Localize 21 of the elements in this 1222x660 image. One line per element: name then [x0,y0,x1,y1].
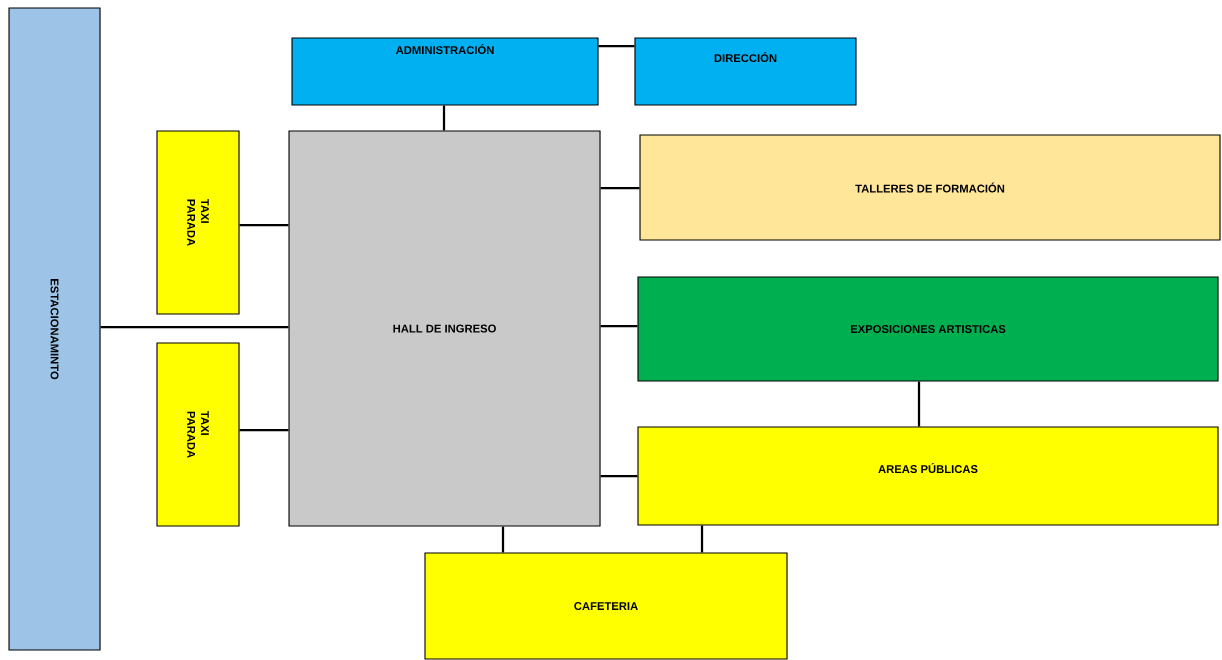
connector-line [600,324,638,328]
connector-line [600,474,638,478]
area-box: CAFETERIA [424,552,788,660]
connector-line [501,526,505,553]
connector-line [598,44,635,48]
connector-line [100,325,289,329]
area-box: EXPOSICIONES ARTISTICAS [637,276,1219,382]
connector-line [600,186,640,190]
parking-bar: ESTACIONAMINTO [8,7,101,651]
connector-line [442,105,446,131]
taxi-stop-box: PARADA TAXI [156,130,240,315]
connector-line [917,381,921,427]
area-box: TALLERES DE FORMACIÓN [639,134,1221,241]
taxi-stop-box: PARADA TAXI [156,342,240,527]
connector-line [700,525,704,553]
office-box: DIRECCIÓN [634,37,857,106]
connector-line [239,428,289,432]
hall-box: HALL DE INGRESO [288,130,601,527]
connector-line [239,223,289,227]
office-box: ADMINISTRACIÓN [291,37,599,106]
area-box: AREAS PÚBLICAS [637,426,1219,526]
